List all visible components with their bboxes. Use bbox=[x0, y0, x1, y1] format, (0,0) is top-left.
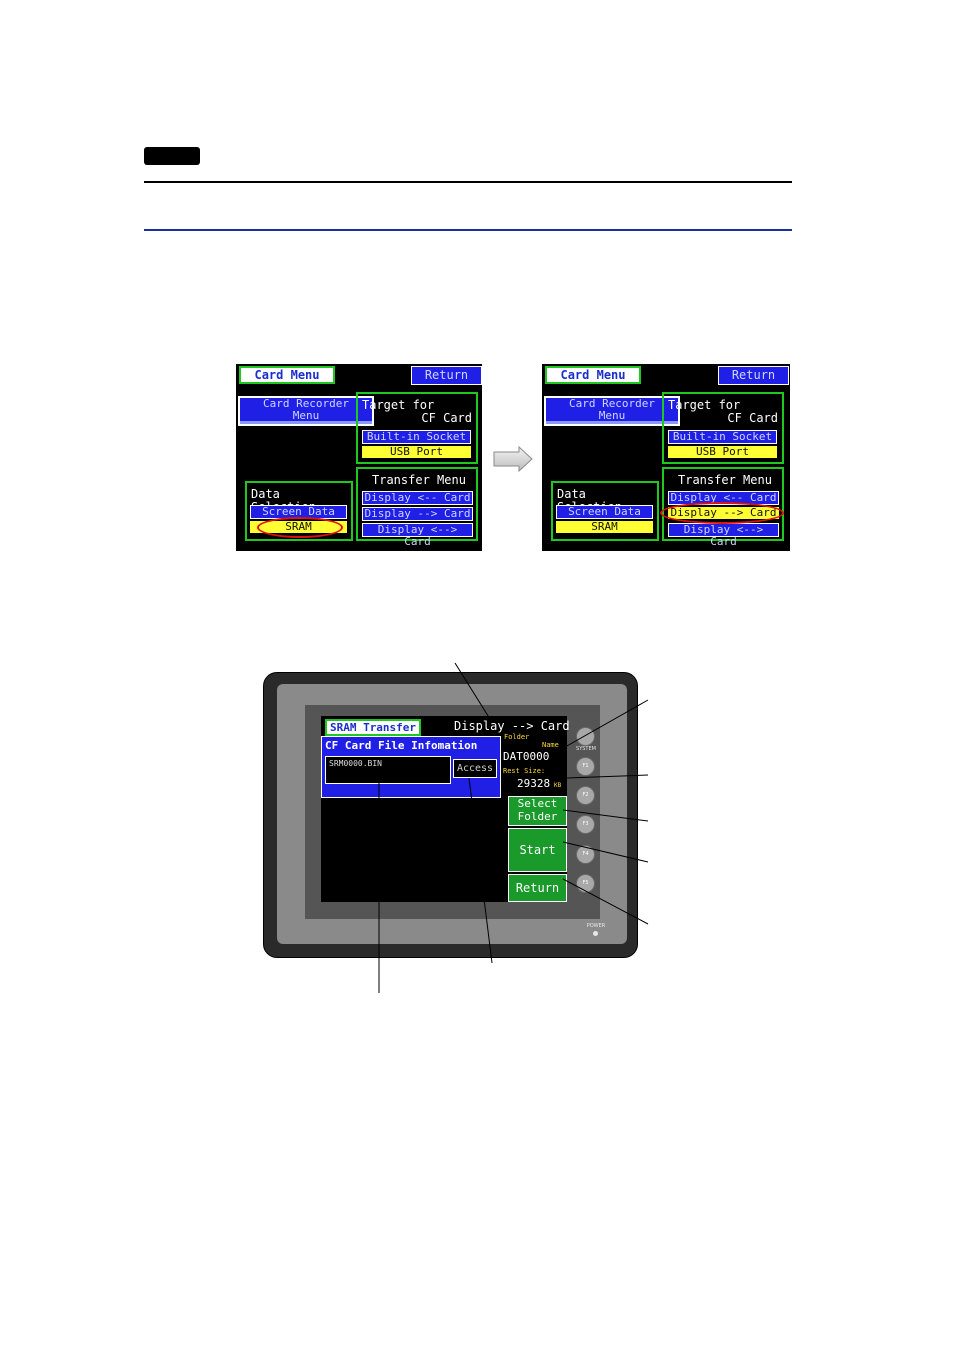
folder-name: DAT0000 bbox=[503, 750, 550, 763]
screen-title: SRAM Transfer bbox=[325, 719, 421, 736]
option-built-in-socket[interactable]: Built-in Socket bbox=[668, 430, 777, 444]
option-built-in-socket[interactable]: Built-in Socket bbox=[362, 430, 471, 444]
access-indicator: Access bbox=[453, 759, 497, 778]
target-group: Target for CF Card Built-in Socket USB P… bbox=[662, 392, 784, 464]
rest-size-value: 29328 bbox=[517, 777, 551, 790]
system-key-label: SYSTEM bbox=[576, 746, 596, 752]
f5-key[interactable]: F5 bbox=[576, 874, 595, 893]
target-title-2: CF Card bbox=[727, 411, 778, 425]
selection-highlight bbox=[660, 502, 784, 524]
sram-transfer-screen: SRAM Transfer Display --> Card CF Card F… bbox=[321, 716, 570, 902]
arrow-right-icon bbox=[493, 446, 533, 472]
option-usb-port[interactable]: USB Port bbox=[668, 446, 777, 458]
option-screen-data[interactable]: Screen Data bbox=[556, 505, 653, 519]
f3-key[interactable]: F3 bbox=[576, 815, 595, 834]
f1-key[interactable]: F1 bbox=[576, 757, 595, 776]
selection-highlight bbox=[257, 517, 343, 538]
transfer-group: Transfer Menu Display <-- Card Display -… bbox=[660, 467, 784, 548]
f2-key[interactable]: F2 bbox=[576, 786, 595, 805]
rest-size-unit: KB bbox=[554, 782, 562, 789]
start-button[interactable]: Start bbox=[508, 828, 567, 872]
target-title: Target for bbox=[668, 398, 741, 412]
system-key[interactable] bbox=[576, 727, 595, 746]
card-recorder-label-2: Menu bbox=[292, 409, 320, 422]
section-rule bbox=[144, 181, 792, 183]
select-folder-label-2: Folder bbox=[517, 810, 558, 823]
option-screen-data[interactable]: Screen Data bbox=[250, 505, 347, 519]
return-button[interactable]: Return bbox=[718, 366, 789, 385]
card-recorder-label-2: Menu bbox=[598, 409, 626, 422]
section-badge bbox=[144, 147, 200, 165]
file-info-title: CF Card File Infomation bbox=[325, 739, 478, 752]
select-folder-label: Select bbox=[517, 797, 558, 810]
power-label: POWER bbox=[586, 923, 606, 929]
option-display-to-card[interactable]: Display --> Card bbox=[362, 507, 473, 521]
option-sram[interactable]: SRAM bbox=[556, 521, 653, 533]
card-recorder-menu-button[interactable]: Card Recorder Menu bbox=[544, 396, 680, 426]
transfer-title: Transfer Menu bbox=[372, 473, 466, 487]
subsection-rule bbox=[144, 229, 792, 231]
f4-key[interactable]: F4 bbox=[576, 845, 595, 864]
target-group: Target for CF Card Built-in Socket USB P… bbox=[356, 392, 478, 464]
option-display-from-card[interactable]: Display <-- Card bbox=[362, 491, 473, 505]
file-info-panel: CF Card File Infomation SRM0000.BIN Acce… bbox=[321, 736, 501, 798]
return-button[interactable]: Return bbox=[411, 366, 482, 385]
return-button[interactable]: Return bbox=[508, 874, 567, 902]
folder-label-2: Name bbox=[542, 741, 559, 749]
option-display-both-card[interactable]: Display <--> Card bbox=[362, 523, 473, 548]
card-menu-screen-after: Card Menu Return Card Recorder Menu Targ… bbox=[542, 364, 790, 551]
card-recorder-menu-button[interactable]: Card Recorder Menu bbox=[238, 396, 374, 426]
target-title-2: CF Card bbox=[421, 411, 472, 425]
transfer-title: Transfer Menu bbox=[678, 473, 772, 487]
option-display-both-card[interactable]: Display <--> Card bbox=[668, 523, 779, 548]
rest-size-label: Rest Size: bbox=[503, 767, 546, 775]
option-display-from-card[interactable]: Display <-- Card bbox=[668, 491, 779, 505]
file-list[interactable]: SRM0000.BIN bbox=[325, 756, 451, 784]
data-selection-group: Data Selection Screen Data SRAM bbox=[245, 481, 353, 541]
option-usb-port[interactable]: USB Port bbox=[362, 446, 471, 458]
target-title: Target for bbox=[362, 398, 435, 412]
screen-title: Card Menu bbox=[239, 366, 335, 384]
select-folder-button[interactable]: Select Folder bbox=[508, 796, 567, 826]
card-recorder-label: Card Recorder bbox=[568, 397, 656, 410]
data-selection-group: Data Selection Screen Data SRAM bbox=[551, 481, 659, 541]
screen-title: Card Menu bbox=[545, 366, 641, 384]
transfer-group: Transfer Menu Display <-- Card Display -… bbox=[356, 467, 478, 548]
card-menu-screen-before: Card Menu Return Card Recorder Menu Targ… bbox=[236, 364, 482, 551]
folder-label: Folder bbox=[504, 733, 530, 741]
card-recorder-label: Card Recorder bbox=[262, 397, 350, 410]
file-name: SRM0000.BIN bbox=[329, 759, 382, 768]
transfer-mode-label: Display --> Card bbox=[454, 719, 570, 733]
power-led bbox=[593, 931, 598, 936]
